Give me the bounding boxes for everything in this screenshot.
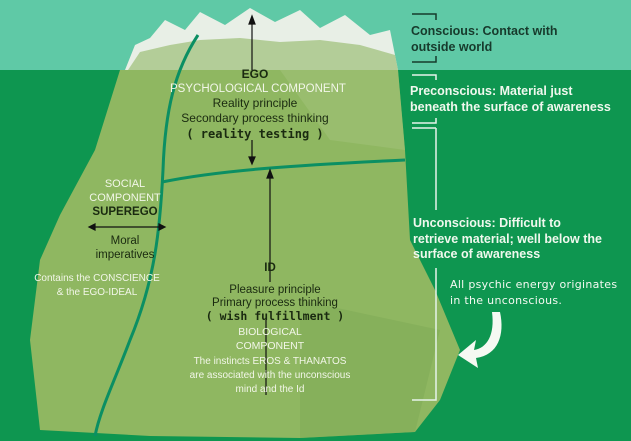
superego-arrow — [87, 223, 167, 231]
superego-line2: imperatives — [95, 249, 155, 261]
id-arrow — [265, 168, 274, 395]
iceberg-facet — [300, 300, 440, 438]
ego-note: ( reality testing ) — [186, 127, 324, 141]
iceberg-above-water — [128, 38, 398, 70]
superego-component1: SOCIAL — [104, 178, 146, 190]
superego-title: SUPEREGO — [92, 206, 158, 218]
id-instincts1: The instincts EROS & THANATOS — [193, 356, 347, 367]
iceberg-facet — [280, 70, 405, 150]
id-instincts3: mind and the Id — [235, 384, 305, 395]
superego-line1: Moral — [110, 235, 140, 247]
superego-contains1: Contains the CONSCIENCE — [34, 273, 160, 284]
superego-contains2: & the EGO-IDEAL — [56, 287, 138, 298]
ego-line1: Reality principle — [212, 96, 298, 110]
ego-component: PSYCHOLOGICAL COMPONENT — [170, 83, 346, 95]
ego-id-boundary — [161, 158, 406, 184]
id-note: ( wish fulfillment ) — [205, 309, 345, 323]
id-line2: Primary process thinking — [212, 297, 338, 309]
preconscious-bracket — [412, 74, 437, 129]
id-component2: COMPONENT — [235, 340, 305, 352]
curved-arrow-icon — [458, 312, 502, 368]
id-instincts2: are associated with the unconscious — [189, 370, 351, 381]
ego-title: EGO — [241, 67, 269, 81]
id-component1: BIOLOGICAL — [238, 326, 302, 338]
ego-arrow — [248, 14, 256, 166]
ego-line2: Secondary process thinking — [181, 111, 329, 125]
id-line1: Pleasure principle — [229, 284, 321, 296]
superego-boundary — [93, 34, 200, 437]
id-title: ID — [264, 262, 276, 274]
superego-component2: COMPONENT — [89, 192, 161, 204]
conscious-bracket — [412, 13, 437, 63]
unconscious-bracket — [412, 128, 437, 401]
